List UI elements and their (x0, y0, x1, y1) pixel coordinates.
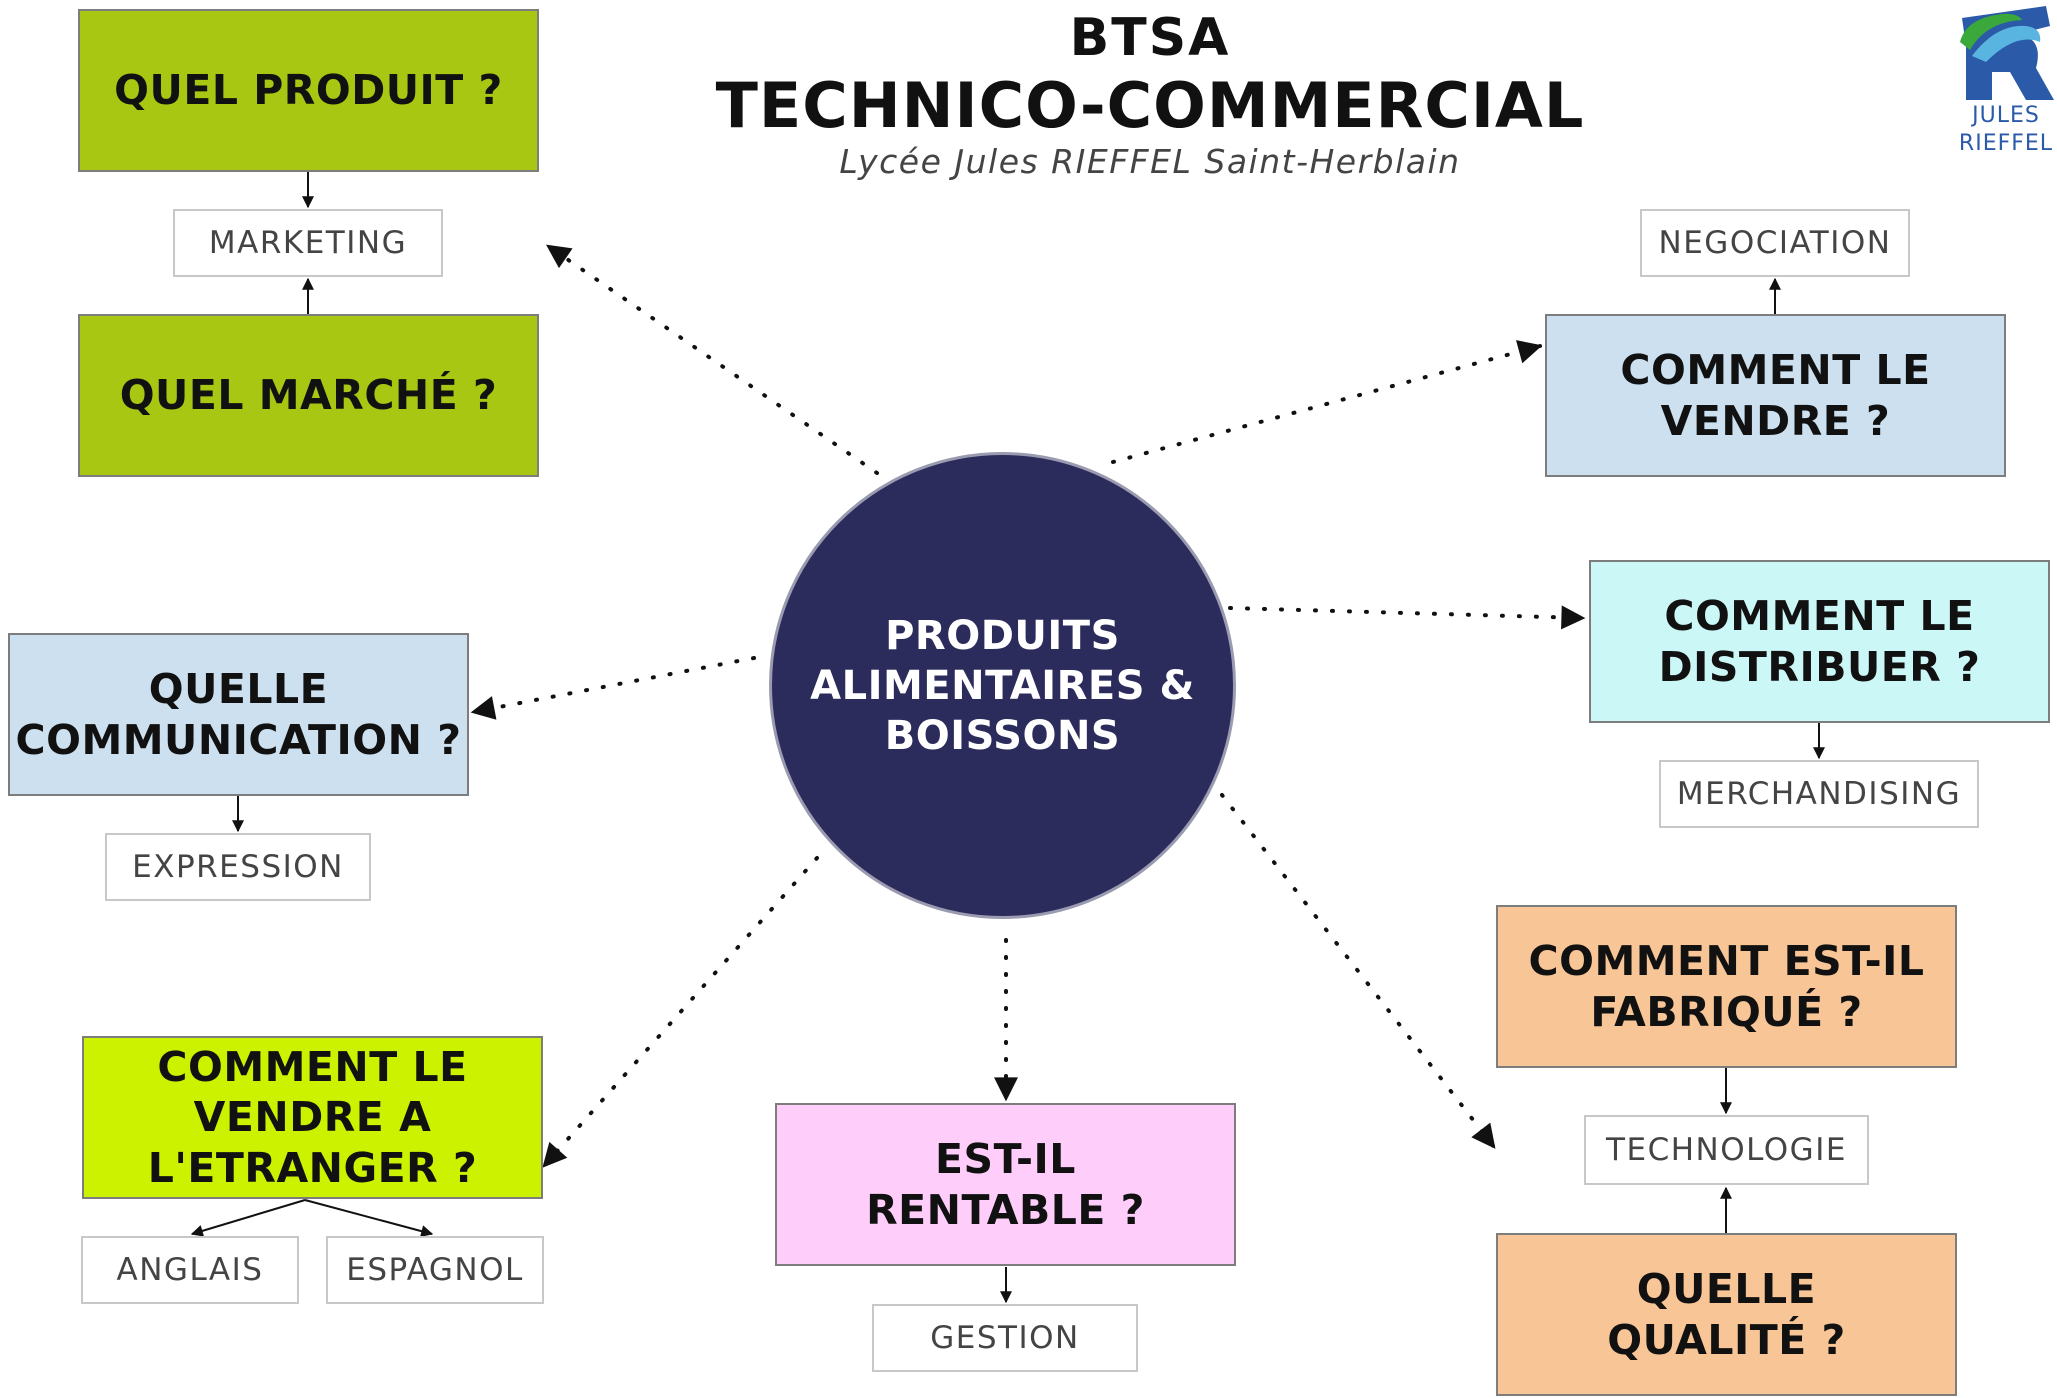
center-line-2: ALIMENTAIRES (810, 662, 1146, 709)
box-quelle-communication: QUELLE COMMUNICATION ? (8, 633, 469, 796)
box-vendre-etranger: COMMENT LE VENDRE A L'ETRANGER ? (82, 1036, 543, 1199)
subject-technologie: TECHNOLOGIE (1584, 1115, 1869, 1185)
connector-to-comment-vendre (1111, 340, 1543, 464)
logo-word-rieffel: RIEFFEL (1958, 131, 2054, 156)
subject-expression: EXPRESSION (105, 833, 371, 901)
link-etranger-espagnol (304, 1199, 434, 1238)
center-line-1: PRODUITS (885, 612, 1120, 659)
subject-anglais: ANGLAIS (81, 1236, 299, 1304)
box-qualite: QUELLE QUALITÉ ? (1496, 1233, 1957, 1396)
box-quelle-communication-line-1: QUELLE (148, 665, 329, 714)
box-fabrique: COMMENT EST-IL FABRIQUÉ ? (1496, 905, 1957, 1068)
subject-marketing: MARKETING (173, 209, 443, 277)
subject-espagnol: ESPAGNOL (326, 1236, 544, 1304)
box-comment-distribuer-line-1: COMMENT LE (1664, 592, 1975, 641)
title-lycee: Lycée Jules RIEFFEL Saint-Herblain (839, 142, 1461, 181)
box-fabrique-line-2: FABRIQUÉ ? (1590, 987, 1863, 1036)
logo-word-jules: JULES (1972, 103, 2040, 128)
connector-to-quelle-communication (470, 656, 756, 720)
school-logo: JULES RIEFFEL (1956, 6, 2056, 166)
subject-negociation: NEGOCIATION (1640, 209, 1910, 277)
box-comment-vendre: COMMENT LE VENDRE ? (1545, 314, 2006, 477)
box-comment-distribuer: COMMENT LE DISTRIBUER ? (1589, 560, 2050, 723)
box-vendre-etranger-line-3: L'ETRANGER ? (147, 1143, 478, 1192)
box-quel-marche-line-1: QUEL MARCHÉ ? (119, 371, 498, 420)
box-fabrique-line-1: COMMENT EST-IL (1528, 937, 1925, 986)
box-quel-marche: QUEL MARCHÉ ? (78, 314, 539, 477)
box-comment-distribuer-line-2: DISTRIBUER ? (1658, 642, 1981, 691)
school-logo-icon (1960, 6, 2054, 100)
box-vendre-etranger-line-2: VENDRE A (193, 1093, 432, 1142)
box-quel-produit-line-1: QUEL PRODUIT ? (114, 66, 503, 115)
connector-to-fabrique (1220, 793, 1496, 1149)
subject-gestion: GESTION (872, 1304, 1138, 1372)
box-qualite-line-1: QUELLE (1636, 1265, 1817, 1314)
box-rentable: EST-IL RENTABLE ? (775, 1103, 1236, 1266)
link-etranger-anglais (190, 1199, 306, 1237)
box-qualite-line-2: QUALITÉ ? (1607, 1315, 1846, 1364)
connector-to-comment-distribuer (1228, 605, 1586, 630)
box-quelle-communication-line-2: COMMUNICATION ? (15, 715, 462, 764)
title-block: BTSA TECHNICO-COMMERCIAL Lycée Jules RIE… (700, 6, 1600, 182)
box-vendre-etranger-line-1: COMMENT LE (157, 1043, 468, 1092)
box-rentable-line-1: EST-IL (935, 1135, 1076, 1184)
title-technico-commercial: TECHNICO-COMMERCIAL (715, 69, 1585, 142)
title-btsa: BTSA (1069, 8, 1231, 68)
center-node: PRODUITS ALIMENTAIRES & BOISSONS (769, 452, 1236, 919)
box-quel-produit: QUEL PRODUIT ? (78, 9, 539, 172)
center-line-3: & BOISSONS (884, 662, 1195, 759)
school-logo-text: JULES RIEFFEL (1956, 102, 2056, 158)
box-comment-vendre-line-1: COMMENT LE (1620, 346, 1931, 395)
connector-to-quel-produit (546, 244, 879, 475)
box-comment-vendre-line-2: VENDRE ? (1660, 396, 1891, 445)
box-rentable-line-2: RENTABLE ? (866, 1185, 1145, 1234)
subject-merchandising: MERCHANDISING (1659, 760, 1979, 828)
